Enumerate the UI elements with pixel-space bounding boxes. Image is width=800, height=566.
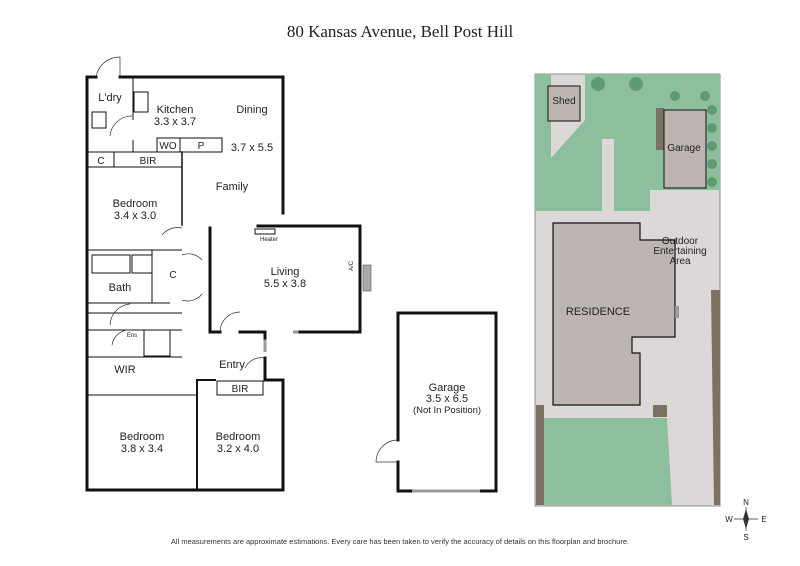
heater-label: Heater bbox=[260, 237, 278, 243]
room-label-living: Living bbox=[271, 266, 300, 278]
room-label-bir-2: BIR bbox=[232, 384, 249, 395]
room-label-bedroom: Bedroom bbox=[113, 198, 158, 210]
outdoor-area-label-2: Entertaining bbox=[653, 246, 706, 257]
room-size-kitchen: 3.3 x 3.7 bbox=[154, 116, 196, 128]
garage-label: Garage bbox=[429, 382, 466, 394]
room-label-cupboard: C bbox=[97, 156, 104, 167]
outdoor-area-label-1: Outdoor bbox=[662, 236, 699, 247]
room-label-ensuite: Ens bbox=[127, 333, 137, 339]
room-label-dining: Dining bbox=[236, 104, 267, 116]
room-size-living: 5.5 x 3.8 bbox=[264, 278, 306, 290]
house-floorplan: L'dry Kitchen 3.3 x 3.7 Dining 3.7 x 5.5… bbox=[85, 56, 372, 492]
page-title: 80 Kansas Avenue, Bell Post Hill bbox=[286, 22, 514, 41]
garage-size: 3.5 x 6.5 bbox=[426, 393, 468, 405]
room-size-bedroom-2: 3.8 x 3.4 bbox=[121, 443, 163, 455]
compass-s: S bbox=[743, 533, 748, 542]
compass-n: N bbox=[743, 498, 749, 507]
room-label-kitchen: Kitchen bbox=[157, 104, 194, 116]
compass-e: E bbox=[761, 515, 766, 524]
disclaimer-text: All measurements are approximate estimat… bbox=[170, 537, 630, 546]
room-label-wo: WO bbox=[159, 141, 176, 152]
room-label-bedroom-2: Bedroom bbox=[120, 431, 165, 443]
room-label-entry: Entry bbox=[219, 359, 245, 371]
site-garage-label: Garage bbox=[667, 143, 701, 154]
room-size-bedroom-3: 3.2 x 4.0 bbox=[217, 443, 259, 455]
room-label-bedroom-3: Bedroom bbox=[216, 431, 261, 443]
room-label-bath: Bath bbox=[109, 282, 132, 294]
shed-label: Shed bbox=[552, 96, 575, 107]
compass-needle-icon bbox=[743, 509, 749, 529]
residence-label: RESIDENCE bbox=[566, 306, 630, 318]
room-label-family: Family bbox=[216, 181, 249, 193]
room-label-laundry: L'dry bbox=[98, 92, 122, 104]
room-label-pantry: P bbox=[198, 141, 205, 152]
garage-floorplan: Garage 3.5 x 6.5 (Not In Position) bbox=[375, 311, 498, 493]
room-label-bir: BIR bbox=[140, 156, 157, 167]
room-size-dining: 3.7 x 5.5 bbox=[231, 142, 273, 154]
room-label-wir: WIR bbox=[114, 364, 135, 376]
ac-label: A/C bbox=[349, 260, 355, 271]
site-plan: Shed Garage Outdoor Entertaining Area RE… bbox=[534, 73, 721, 507]
garage-note: (Not In Position) bbox=[413, 405, 481, 416]
room-label-cupboard-2: C bbox=[169, 270, 176, 281]
compass-w: W bbox=[725, 515, 733, 524]
room-size-bedroom: 3.4 x 3.0 bbox=[114, 210, 156, 222]
outdoor-area-label-3: Area bbox=[669, 256, 691, 267]
compass: N S E W bbox=[725, 498, 766, 542]
